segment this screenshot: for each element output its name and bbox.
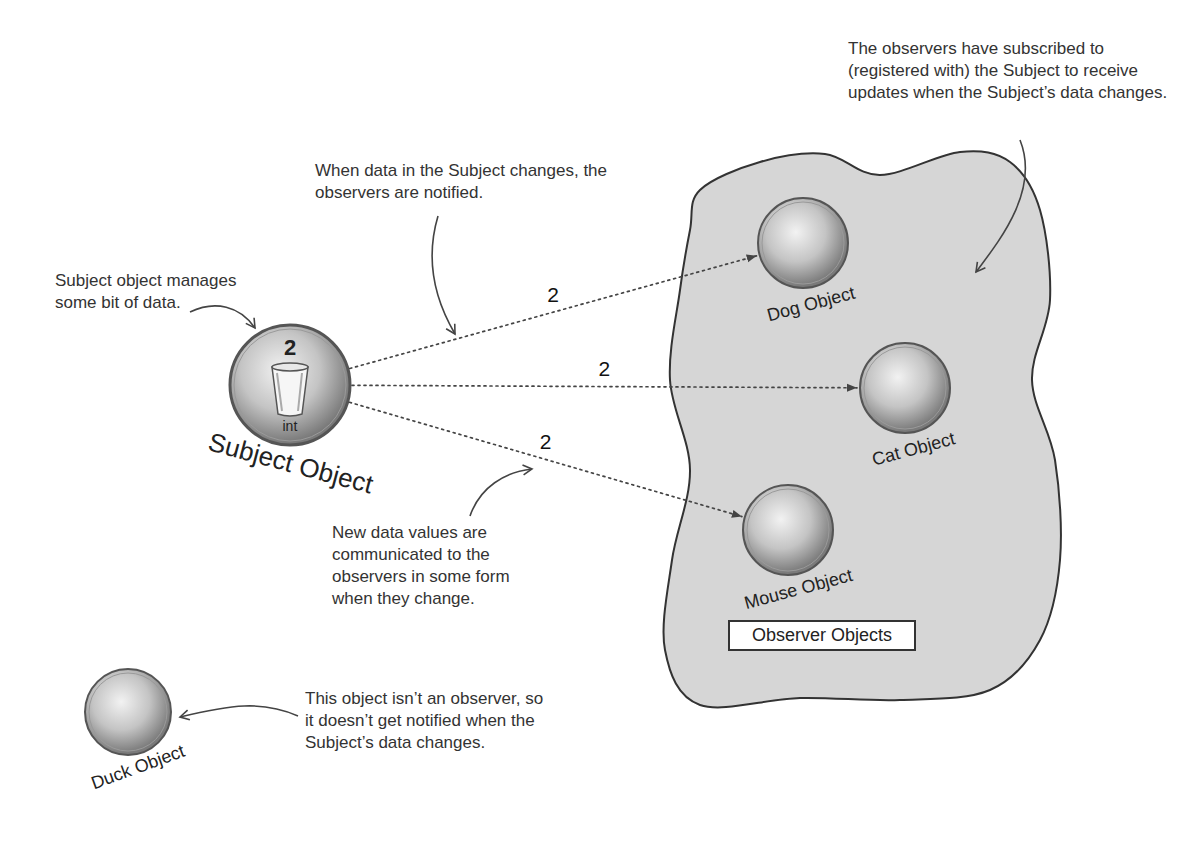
cup-rim — [272, 363, 308, 371]
sphere-shape — [83, 667, 173, 757]
edge-value: 2 — [547, 284, 559, 305]
sphere — [230, 325, 350, 445]
sphere — [860, 343, 950, 433]
leader-line — [432, 216, 455, 334]
cup-shade — [277, 373, 302, 411]
sphere-rim — [747, 489, 829, 571]
observer-region: Observer Objects Dog ObjectCat ObjectMous… — [660, 148, 1068, 710]
observer-circle: Cat Object — [858, 341, 952, 435]
sphere — [85, 669, 171, 755]
edge-value: 2 — [598, 358, 610, 379]
observer-circle: Dog Object — [756, 196, 850, 290]
leader-line — [976, 140, 1025, 272]
sphere — [758, 198, 848, 288]
sphere-rim — [762, 202, 844, 284]
callout-note: The observers have subscribed to (regist… — [848, 38, 1178, 104]
sphere — [743, 485, 833, 575]
leader-line — [470, 469, 532, 516]
sphere-shape — [858, 341, 952, 435]
sphere-rim — [864, 347, 946, 429]
dotted-connector — [350, 256, 757, 369]
callout-note: When data in the Subject changes, the ob… — [315, 160, 645, 204]
observer-circle: Mouse Object — [741, 483, 835, 577]
cup-body — [272, 367, 308, 416]
sphere-shape — [741, 483, 835, 577]
dotted-connector — [352, 385, 857, 388]
leader-line — [190, 306, 255, 328]
sphere-rim — [234, 329, 346, 441]
sphere-shape — [756, 196, 850, 290]
callout-note: This object isn’t an observer, so it doe… — [305, 688, 550, 754]
leader-line — [180, 706, 298, 717]
region-blob — [664, 151, 1061, 707]
subject-circle: 2intSubject Object — [228, 323, 352, 447]
object-circle: Duck Object — [83, 667, 173, 757]
data-value: 2 — [284, 335, 296, 360]
type-label: int — [283, 418, 298, 434]
callout-note: New data values are communicated to the … — [332, 522, 547, 610]
region-label: Observer Objects — [728, 620, 916, 651]
dotted-connector — [350, 402, 742, 516]
edge-value: 2 — [540, 431, 552, 452]
callout-note: Subject object manages some bit of data. — [55, 270, 260, 314]
sphere-rim — [89, 673, 167, 751]
